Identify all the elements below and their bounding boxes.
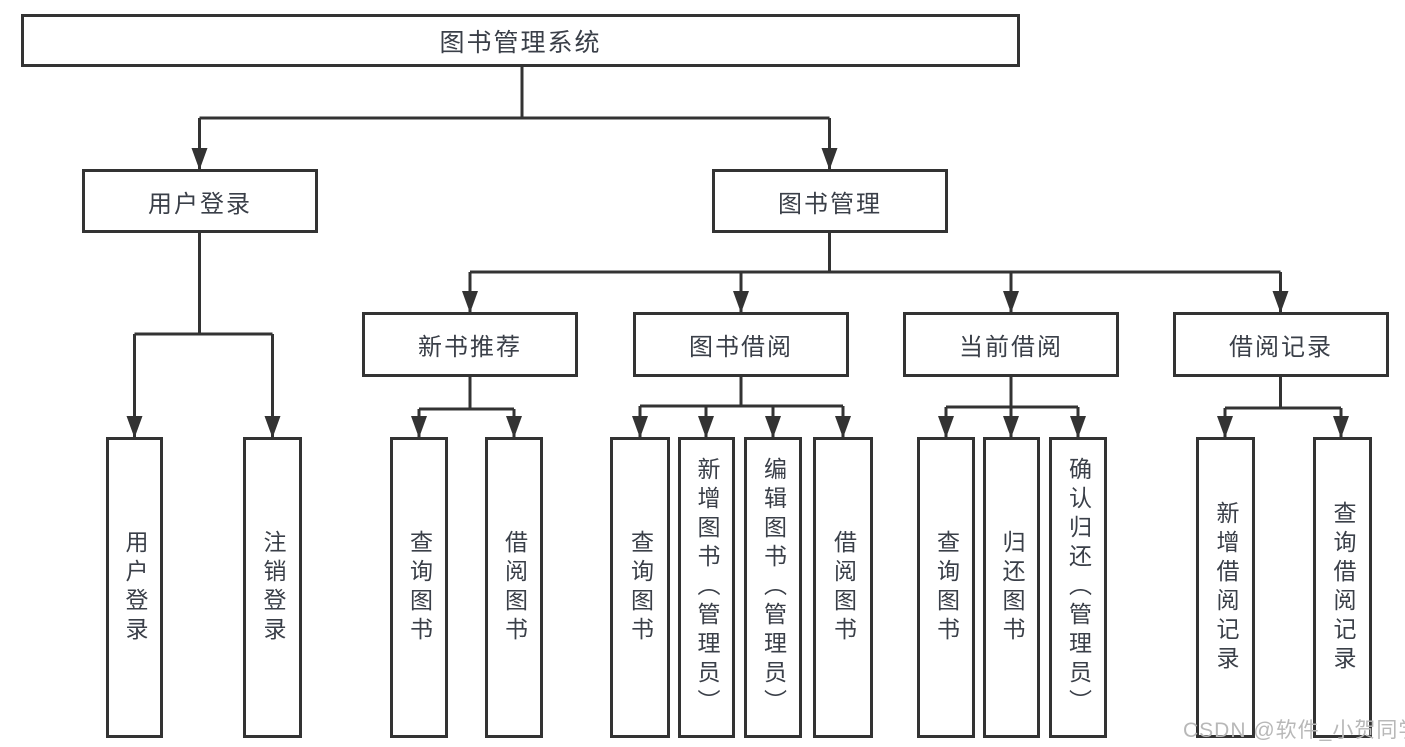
node-borrow-records: 借阅记录 [1173,312,1389,377]
node-label: 借阅图书 [501,529,528,646]
leaf-borrow-edit-books-admin: 编辑图书（管理员） [744,437,802,738]
node-label: 注销登录 [260,529,286,646]
node-root-system: 图书管理系统 [21,14,1020,67]
node-label: 图书管理系统 [439,28,602,57]
wire-root-spine [199,67,830,120]
node-label: 归还图书 [999,529,1025,646]
wire-borrow-records-spine [1225,377,1341,410]
leaf-current-confirm-return-admin: 确认归还（管理员） [1049,437,1107,738]
node-label: 编辑图书（管理员） [760,457,787,718]
node-user-login: 用户登录 [82,169,318,233]
leaf-borrow-add-books-admin: 新增图书（管理员） [678,437,735,738]
node-label: 用户登录 [122,529,148,646]
node-label: 借阅记录 [1229,334,1333,361]
leaf-records-query-record: 查询借阅记录 [1313,437,1372,738]
wire-new-book-spine [419,377,514,411]
leaf-borrow-query-books: 查询图书 [610,437,670,738]
wire-book-borrow-spine [640,377,843,408]
leaf-user-login: 用户登录 [106,437,163,738]
node-label: 借阅图书 [830,529,857,646]
node-label: 图书管理 [778,190,882,218]
node-label: 确认归还（管理员） [1065,457,1092,718]
leaf-borrow-borrow-books: 借阅图书 [813,437,873,738]
leaf-newbook-borrow-books: 借阅图书 [485,437,543,738]
node-book-management: 图书管理 [712,169,948,233]
node-label: 查询图书 [933,529,960,646]
node-label: 查询借阅记录 [1330,500,1356,675]
node-current-borrow: 当前借阅 [903,312,1119,377]
node-label: 查询图书 [406,529,433,646]
node-label: 图书借阅 [689,334,793,361]
leaf-newbook-query-books: 查询图书 [390,437,448,738]
leaf-records-add-record: 新增借阅记录 [1196,437,1255,738]
connectors [126,67,1349,438]
wire-current-borrow-spine [946,377,1078,409]
csdn-watermark: CSDN @软件_小贺同学 [1183,719,1405,742]
node-label: 当前借阅 [959,334,1063,361]
node-label: 新增借阅记录 [1213,500,1239,675]
leaf-current-query-books: 查询图书 [917,437,975,738]
leaf-current-return-books: 归还图书 [983,437,1040,738]
wire-user-login-spine [134,233,273,336]
node-label: 查询图书 [627,529,654,646]
node-book-borrow: 图书借阅 [633,312,849,377]
leaf-logout: 注销登录 [243,437,302,738]
node-label: 新书推荐 [418,334,522,361]
node-label: 用户登录 [148,190,252,218]
node-new-book-recommend: 新书推荐 [362,312,578,377]
wire-book-management-spine [470,233,1281,274]
node-label: 新增图书（管理员） [694,457,720,718]
